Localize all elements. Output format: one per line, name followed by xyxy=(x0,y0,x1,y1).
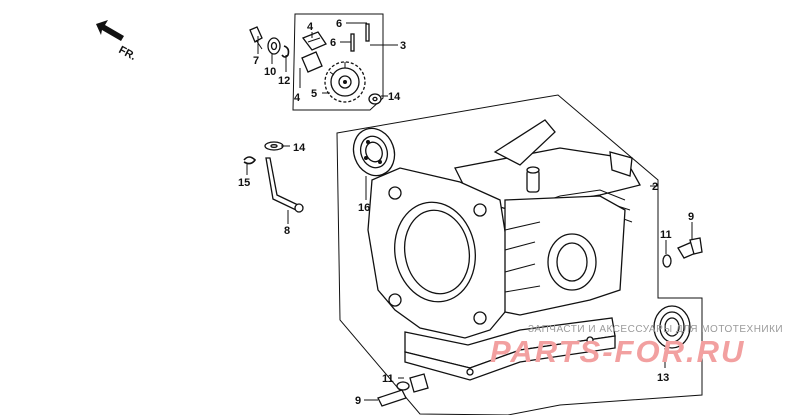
washer-11-right xyxy=(662,254,672,268)
callout-8: 8 xyxy=(284,225,290,237)
governor-gear xyxy=(324,61,366,103)
washer-10 xyxy=(267,37,281,55)
callout-6-lower: 6 xyxy=(330,37,336,49)
clip-12 xyxy=(281,45,290,58)
oil-seal-13 xyxy=(653,305,691,349)
callout-3: 3 xyxy=(400,40,406,52)
drain-bolt-9-right xyxy=(677,237,703,259)
callout-numbers: 2 3 4 4 5 6 6 7 8 9 9 10 11 11 12 13 14 … xyxy=(238,18,694,407)
watermark-brand: PARTS-FOR.RU xyxy=(490,334,745,369)
callout-12: 12 xyxy=(278,75,290,87)
washer-14-upper xyxy=(368,93,382,105)
callout-4-lower: 4 xyxy=(294,92,301,104)
callout-15: 15 xyxy=(238,177,250,189)
governor-holder-upper xyxy=(301,31,327,51)
callout-9-right: 9 xyxy=(688,211,694,223)
callout-6-upper: 6 xyxy=(336,18,342,30)
callout-13: 13 xyxy=(657,372,669,384)
callout-4-upper: 4 xyxy=(307,21,314,33)
callout-11-lower: 11 xyxy=(382,373,394,385)
callout-11-right: 11 xyxy=(660,229,672,241)
washer-14-lower xyxy=(264,141,284,151)
governor-arm-bolt xyxy=(249,26,263,50)
drain-bolt-9-lower xyxy=(377,373,429,407)
front-direction-arrow-icon xyxy=(96,20,124,41)
washer-11-lower xyxy=(396,381,410,391)
governor-pins xyxy=(350,23,370,52)
callout-14-lower: 14 xyxy=(293,142,306,154)
leader-lines xyxy=(246,22,693,401)
governor-shaft xyxy=(265,157,304,213)
cylinder-crankcase xyxy=(367,119,641,381)
callout-2: 2 xyxy=(652,181,658,193)
clip-15 xyxy=(243,156,257,165)
governor-holder-lower xyxy=(301,51,323,73)
callout-10: 10 xyxy=(264,66,276,78)
callout-5: 5 xyxy=(311,88,317,100)
callout-9-lower: 9 xyxy=(355,395,361,407)
callout-7: 7 xyxy=(253,55,259,67)
bearing-16 xyxy=(352,127,396,177)
callout-16: 16 xyxy=(358,202,370,214)
direction-label: FR. xyxy=(117,44,138,63)
callout-14-upper: 14 xyxy=(388,91,401,103)
watermark: ЗАПЧАСТИ И АКСЕССУАРЫ ДЛЯ МОТОТЕХНИКИ PA… xyxy=(490,324,783,369)
watermark-tagline: ЗАПЧАСТИ И АКСЕССУАРЫ ДЛЯ МОТОТЕХНИКИ xyxy=(528,324,783,335)
